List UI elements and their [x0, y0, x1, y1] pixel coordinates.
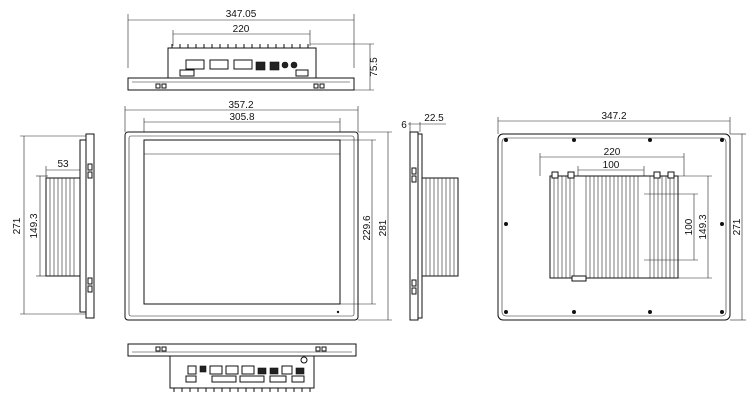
- back-screws: [504, 138, 724, 314]
- dim-back-heatsink-height: 149.3: [698, 214, 709, 239]
- dim-back-heatsink: 220: [604, 147, 621, 158]
- dim-top-depth: 75.5: [369, 57, 380, 77]
- dim-front-inner-width: 305.8: [229, 112, 254, 123]
- right-side-view: 6 22.5: [401, 113, 459, 321]
- dim-top-io: 220: [233, 24, 250, 35]
- bottom-view: [127, 343, 357, 392]
- side-fins: [425, 178, 455, 276]
- dim-back-bracket-width: 100: [603, 160, 620, 171]
- display-area: [143, 139, 341, 305]
- left-side-view: 271 149.3 53: [12, 133, 95, 319]
- dim-front-outer-width: 357.2: [228, 100, 253, 111]
- back-view: 347.2 220 100: [497, 111, 746, 321]
- top-io-ports: [179, 59, 309, 77]
- dim-top-width: 347.05: [226, 9, 257, 20]
- front-view: 357.2 305.8 229.6 281: [124, 100, 392, 321]
- dim-back-bracket-height: 100: [684, 218, 695, 235]
- dim-back-height: 271: [732, 218, 743, 235]
- dim-side-depth: 22.5: [424, 113, 444, 124]
- bottom-io-ports: [185, 356, 308, 383]
- bottom-fins: [173, 388, 311, 392]
- dim-front-inner-height: 229.6: [362, 215, 373, 240]
- dim-left-heatsink: 53: [57, 159, 69, 170]
- dim-side-small: 6: [401, 120, 407, 131]
- dim-left-heatsink-height: 149.3: [29, 213, 40, 238]
- back-fins: [553, 176, 675, 278]
- top-view: 347.05 220: [127, 9, 380, 91]
- top-fins: [171, 44, 309, 48]
- dim-front-outer-height: 281: [378, 219, 389, 236]
- left-fins: [49, 178, 75, 276]
- dim-left-height: 271: [12, 217, 23, 234]
- dim-back-width: 347.2: [601, 111, 626, 122]
